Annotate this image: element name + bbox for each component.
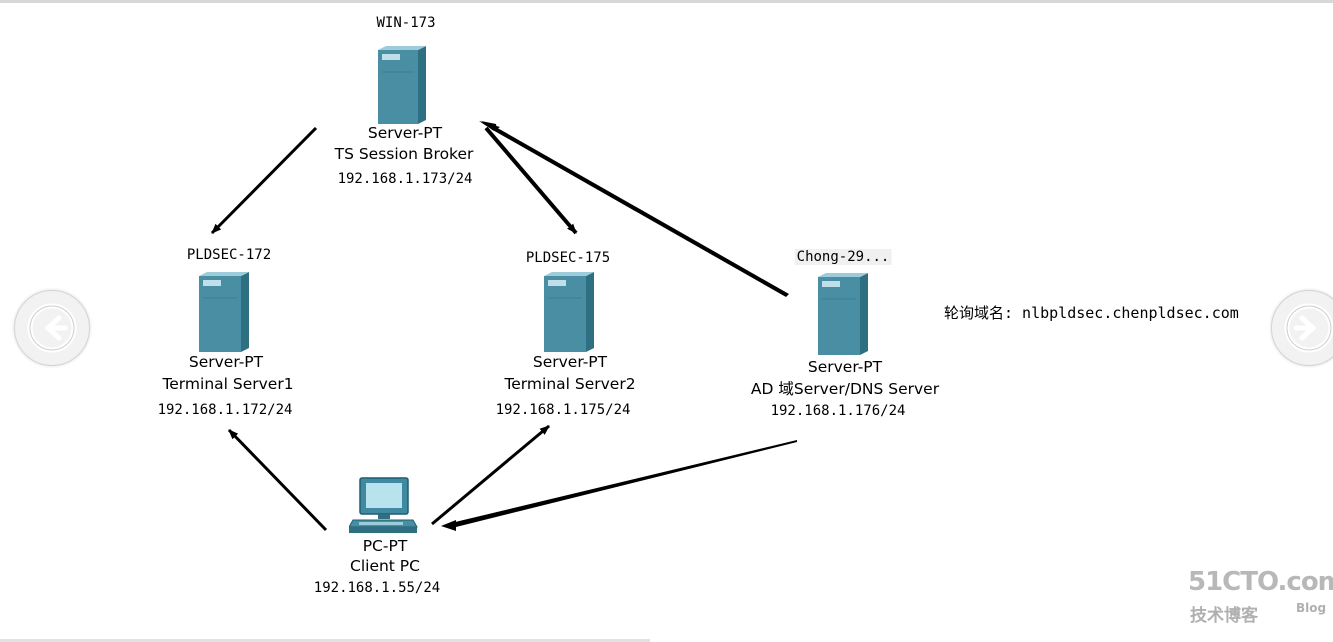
ip-label: 192.168.1.176/24 xyxy=(770,403,906,419)
watermark-logo: 51CTO.com 技术博客 Blog xyxy=(1188,567,1333,629)
node-type-label: Server-PT xyxy=(807,358,883,376)
hostname-label: WIN-173 xyxy=(376,15,436,31)
node-role-label: TS Session Broker xyxy=(334,145,474,163)
arrow-broker-to-ts2 xyxy=(484,126,578,235)
bottom-border xyxy=(0,639,650,642)
hostname-label: PLDSEC-172 xyxy=(186,247,272,263)
arrow-ad-to-client xyxy=(451,440,797,528)
node-role-label: Terminal Server1 xyxy=(162,375,294,393)
roundrobin-domain-note: 轮询域名: nlbpldsec.chenpldsec.com xyxy=(944,304,1239,322)
arrow-client-to-ts1 xyxy=(227,428,328,532)
ip-label: 192.168.1.55/24 xyxy=(313,580,441,596)
watermark-tag: Blog xyxy=(1296,601,1327,615)
watermark-brand: 51CTO.com xyxy=(1188,567,1333,597)
node-type-label: Server-PT xyxy=(367,124,443,142)
ip-label: 192.168.1.175/24 xyxy=(495,402,631,418)
hostname-label: Chong-29... xyxy=(794,249,892,265)
arrow-broker-to-ts1 xyxy=(210,126,318,235)
node-role-label: Terminal Server2 xyxy=(504,375,636,393)
top-border xyxy=(0,0,1333,3)
hostname-label: PLDSEC-175 xyxy=(525,250,611,266)
pc-icon[interactable] xyxy=(349,477,419,535)
server-icon[interactable] xyxy=(199,272,251,352)
server-icon[interactable] xyxy=(378,46,428,124)
server-icon[interactable] xyxy=(544,272,596,352)
watermark-subtitle: 技术博客 xyxy=(1190,606,1258,626)
next-button[interactable] xyxy=(1271,290,1333,366)
arrow-left-icon xyxy=(27,303,77,353)
node-type-label: Server-PT xyxy=(188,353,264,371)
node-type-label: PC-PT xyxy=(362,537,408,555)
prev-button[interactable] xyxy=(14,290,90,366)
server-icon[interactable] xyxy=(818,273,870,355)
arrow-right-icon xyxy=(1284,303,1333,353)
arrow-client-to-ts2 xyxy=(431,424,550,526)
arrow-ad-to-broker xyxy=(491,126,789,297)
ip-label: 192.168.1.173/24 xyxy=(337,171,473,187)
node-role-label: AD 域Server/DNS Server xyxy=(750,380,940,398)
ip-label: 192.168.1.172/24 xyxy=(157,402,293,418)
node-role-label: Client PC xyxy=(350,557,420,575)
node-type-label: Server-PT xyxy=(532,353,608,371)
